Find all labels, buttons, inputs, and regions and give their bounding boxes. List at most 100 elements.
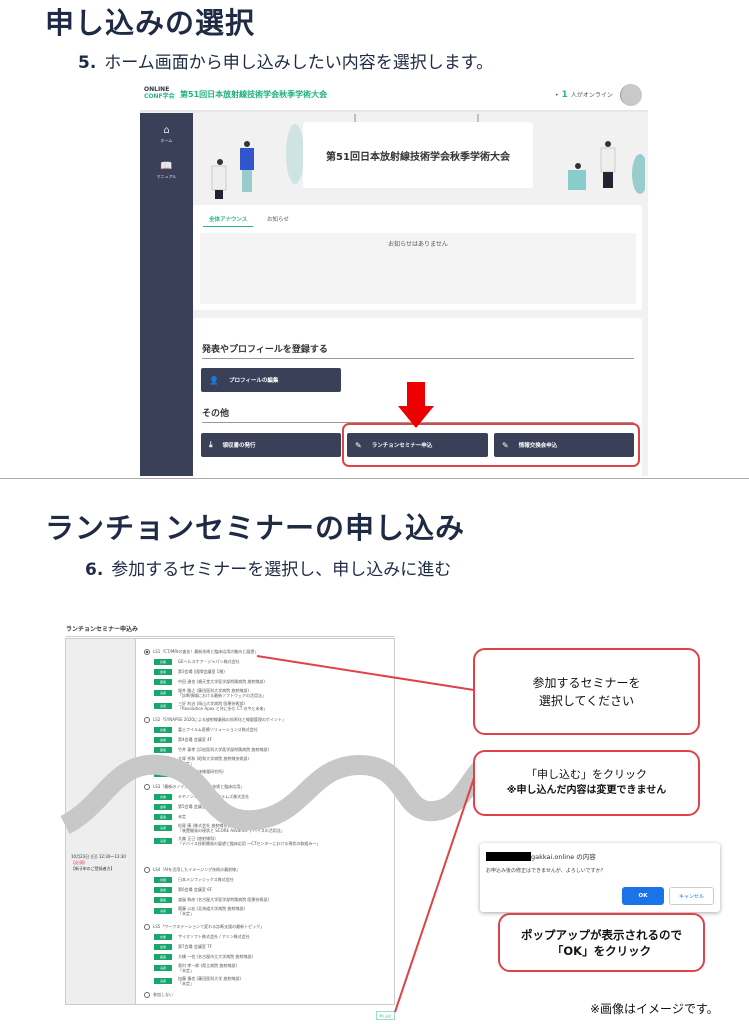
step-5: 5. ホーム画面から申し込みしたい内容を選択します。 (78, 48, 493, 73)
role-tag: 共催 (154, 726, 172, 733)
seminar-detail-row: 会場 第4会場 会議室 4F (154, 736, 389, 743)
callout-apply: 「申し込む」をクリック ※申し込んだ内容は変更できません (473, 750, 700, 816)
radio-button[interactable] (144, 867, 150, 873)
avatar[interactable] (620, 84, 642, 106)
role-tag: 共催 (154, 876, 172, 883)
radio-none[interactable]: 参加しない (144, 992, 389, 1001)
session-date: 10月23日 (日) 12:30～13:30 (71, 854, 126, 859)
radio-button[interactable] (144, 992, 150, 998)
seminar-detail-row: 演者三好 利治 (岡山大学病院 医療技術部) 「Revolution Apex … (154, 701, 389, 711)
detail-text: 第6会場 会議室 6F (178, 887, 212, 892)
radio-button[interactable] (144, 784, 150, 790)
seminar-detail-row: 演者大森 正己 (放射線科) 「デバイス技術開発の展望と臨床応用 ～CTセンター… (154, 836, 389, 846)
role-tag: 座長 (154, 746, 172, 753)
seminar-detail-row: 座長竹井 泰孝 (浜松医科大学医学部附属病院 放射線部) (154, 746, 389, 753)
dialog-origin: gakkai.online の内容 (531, 853, 596, 861)
no-notice-message: お知らせはありません (200, 233, 636, 304)
sidebar-item-home[interactable]: ⌂ホーム (140, 125, 193, 144)
seminar-title: LS1「CT/MRIの進化！最新技術と臨床応用の動向と展望」 (153, 649, 259, 654)
detail-text: 第3会場 (国際会議室 1階) (178, 669, 225, 674)
banner-title: 第51回日本放射線技術学会秋季学術大会 (303, 122, 533, 188)
seminar-detail-row: 会場 第3会場 (国際会議室 1階) (154, 668, 389, 675)
omission-wave (60, 754, 480, 834)
required-label: 【必須】 (71, 860, 87, 865)
seminar-detail-row: 共催富士フイルム医療ソリューションズ株式会社 (154, 726, 389, 733)
role-tag: 共催 (154, 933, 172, 940)
section-title-selection: 申し込みの選択 (45, 6, 256, 40)
seminar-title: LS2「SYNAPSE 2020による放射線業務の効率化と線量管理のポイント」 (153, 717, 286, 722)
luncheon-seminar-button[interactable]: ✎ランチョンセミナー申込 (347, 433, 488, 457)
role-tag: 共催 (154, 793, 172, 800)
ok-button[interactable]: OK (622, 887, 664, 905)
seminar-title: LS5「ワークステーションで変わる診断支援の最新トピック」 (153, 924, 265, 929)
role-tag: 座長 (154, 896, 172, 903)
detail-text: 加藤 慎也 (藤田医科大学 放射線部) 「未定」 (178, 976, 241, 986)
role-tag: 座長 (154, 953, 172, 960)
role-tag: 座長 (154, 678, 172, 685)
callout-apply-text: 「申し込む」をクリック (526, 768, 647, 781)
role-tag: 会場 (154, 886, 172, 893)
tab-all-announcements[interactable]: 全体アナウンス (203, 215, 254, 227)
detail-text: 第4会場 会議室 4F (178, 737, 212, 742)
role-tag: 座長 (154, 813, 172, 820)
footnote: ※画像はイメージです。 (590, 1002, 719, 1016)
detail-text: 堀井 勝之 (藤田医科大学病院 放射線部) 「診断領域における最新ソフトウェアの… (178, 688, 266, 698)
radio-button[interactable] (144, 649, 150, 655)
seminar-detail-row: 座長 中田 達也 (順天堂大学医学部附属病院 放射線部) (154, 678, 389, 685)
role-tag: 演者 (154, 825, 172, 831)
detail-text: 松尾 康 (株式会社 放射線技術) 「装置開発の現状と SCORE Advanc… (178, 823, 285, 833)
role-tag: 演者 (154, 978, 172, 984)
detail-text: 中田 達也 (順天堂大学医学部附属病院 放射線部) (178, 679, 265, 684)
role-tag: 演者 (154, 703, 172, 709)
seminar-detail-row: 座長大橋 一也 (名古屋市立大学病院 放射線部) (154, 953, 389, 960)
seminar-detail-row: 演者松尾 康 (株式会社 放射線技術) 「装置開発の現状と SCORE Adva… (154, 823, 389, 833)
step-number: 6. (85, 560, 104, 580)
role-tag: 会場 (154, 668, 172, 675)
sidebar-item-manual[interactable]: 📖マニュアル (140, 161, 193, 180)
conference-name: 第51回日本放射線技術学会秋季学術大会 (180, 90, 328, 99)
seminar-form: 10月23日 (日) 12:30～13:30 【必須】 【新규申のご登録者方】 … (65, 638, 395, 1005)
step-text: ホーム画面から申し込みしたい内容を選択します。 (104, 53, 494, 73)
callout-popup: ポップアップが表示されるので 「OK」をクリック (498, 913, 705, 972)
register-heading: 発表やプロフィールを登録する (202, 342, 634, 359)
download-icon: ⤓ (209, 440, 213, 449)
home-icon: ⌂ (163, 125, 170, 136)
profile-edit-button[interactable]: 👤プロフィールの編集 (201, 368, 341, 392)
edit-icon: ✎ (355, 440, 362, 450)
tab-notices[interactable]: お知らせ (267, 217, 289, 223)
detail-text: 齋藤 公宏 (北海道大学病院 放射線部) 「未定」 (178, 906, 245, 916)
radio-button[interactable] (144, 717, 150, 723)
role-tag: 演者 (154, 965, 172, 971)
user-icon: 👤 (209, 375, 219, 385)
submit-button[interactable]: 申し込む (376, 1011, 395, 1020)
seminar-detail-row: 共催 日本メジフィジックス株式会社 (154, 876, 389, 883)
callout-warning-text: ※申し込んだ内容は変更できません (506, 785, 667, 796)
seminar-detail-row: 演者齋藤 公宏 (北海道大学病院 放射線部) 「未定」 (154, 906, 389, 916)
exchange-meeting-button[interactable]: ✎情報交換会申込 (494, 433, 634, 457)
seminar-detail-row: 演者堀井 勝之 (藤田医科大学病院 放射線部) 「診断領域における最新ソフトウェ… (154, 688, 389, 698)
detail-text: ザイオソフト株式会社 / アミン株式会社 (178, 934, 250, 939)
receipt-button[interactable]: ⤓領収書の発行 (201, 433, 341, 457)
detail-text: 奥村 孝一郎 (県立病院 放射線部) 「未定」 (178, 963, 237, 973)
seminar-option[interactable]: LS4「AIを活用したイメージング技術の最前線」共催 日本メジフィジックス株式会社… (144, 867, 389, 919)
detail-text: 日本メジフィジックス株式会社 (178, 877, 234, 882)
cancel-button[interactable]: キャンセル (669, 887, 714, 905)
detail-text: 未定 (178, 814, 186, 819)
step-number: 5. (78, 53, 97, 73)
role-tag: 会場 (154, 736, 172, 743)
seminar-detail-row: 演者加藤 慎也 (藤田医科大学 放射線部) 「未定」 (154, 976, 389, 986)
radio-button[interactable] (144, 924, 150, 930)
seminar-title: LS4「AIを活用したイメージング技術の最前線」 (153, 867, 241, 872)
seminar-detail-row: 座長渡邉 和彦 (名古屋大学医学部附属病院 医療技術部) (154, 896, 389, 903)
seminar-option[interactable]: LS5「ワークステーションで変わる診断支援の最新トピック」共催 ザイオソフト株式会… (144, 924, 389, 989)
role-tag: 会場 (154, 803, 172, 810)
confirm-dialog: gakkai.online の内容 お申込み後の修正はできませんが、よろしいです… (480, 843, 720, 912)
edit-icon: ✎ (502, 440, 509, 450)
detail-text: 第7会場 会議室 7F (178, 944, 212, 949)
role-tag: 会場 (154, 943, 172, 950)
